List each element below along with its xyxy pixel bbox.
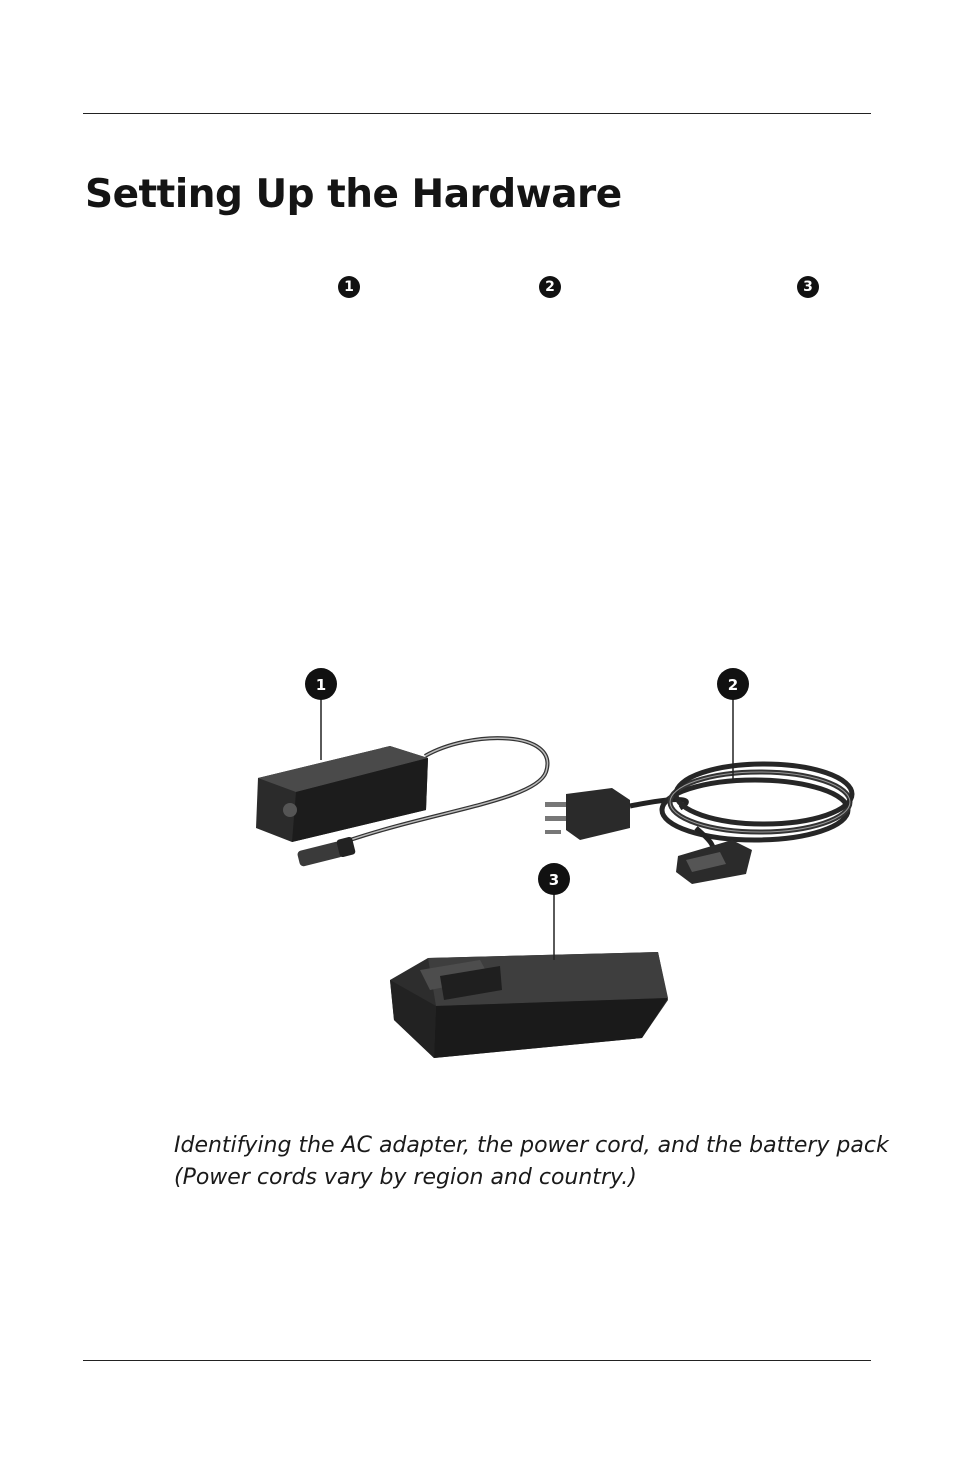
page-title: Setting Up the Hardware: [85, 172, 622, 217]
svg-text:3: 3: [549, 871, 559, 889]
svg-text:2: 2: [728, 676, 738, 694]
ac-adapter-icon: [256, 736, 550, 867]
battery-pack-icon: [390, 952, 668, 1058]
callout-marker-2: 2: [539, 276, 561, 298]
callout-marker-3: 3: [797, 276, 819, 298]
figure-callout-2: 2: [717, 668, 749, 700]
power-cord-icon: [545, 761, 855, 884]
figure-callout-1: 1: [305, 668, 337, 700]
figure-callout-3: 3: [538, 863, 570, 895]
hardware-figure: 1 2 3: [240, 660, 870, 1080]
caption-line-1: Identifying the AC adapter, the power co…: [174, 1133, 889, 1158]
footer-rule: [83, 1360, 871, 1361]
caption-line-2: (Power cords vary by region and country.…: [174, 1165, 637, 1190]
figure-caption: Identifying the AC adapter, the power co…: [174, 1130, 889, 1194]
callout-marker-1: 1: [338, 276, 360, 298]
header-rule: [83, 113, 871, 114]
svg-text:1: 1: [316, 676, 326, 694]
